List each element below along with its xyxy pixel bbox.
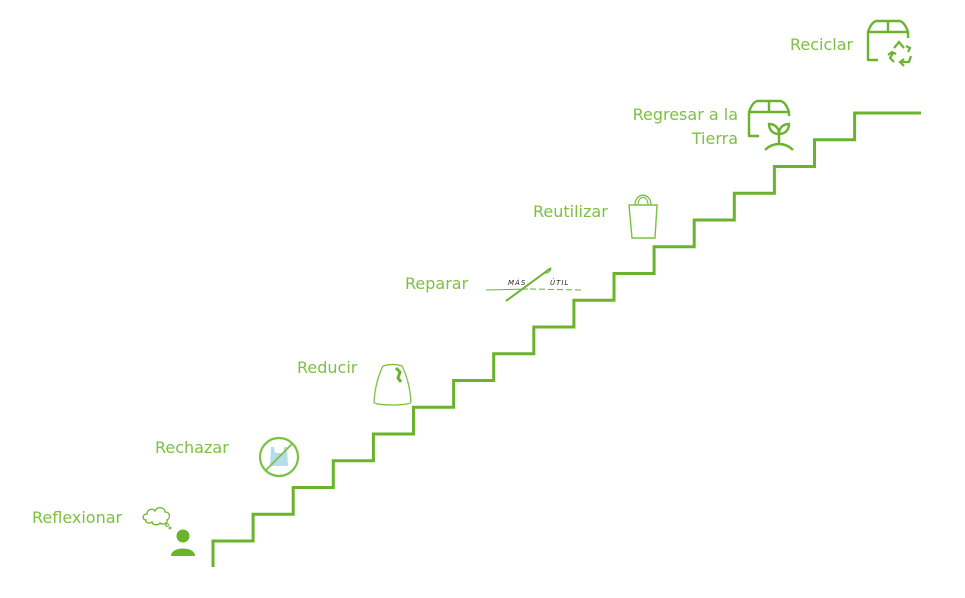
no-plastic-bag-icon [258,436,300,478]
staircase-line [211,111,921,567]
icon-text-util: ÚTIL [550,278,569,287]
step-label-reducir: Reducir [297,358,358,377]
step-label-reciclar: Reciclar [790,35,854,54]
step-label-regresar-line2: Tierra [691,129,738,148]
icon-text-mas: MÁS [508,278,526,287]
tote-bag-icon [628,194,658,239]
box-recycle-icon [866,19,913,67]
step-label-regresar-line1: Regresar a la [632,105,738,124]
drawstring-bag-icon [373,363,412,406]
step-label-reparar: Reparar [405,274,469,293]
needle-thread-icon: MÁS ÚTIL [486,267,583,302]
step-label-regresar: Regresar a la Tierra [622,103,738,151]
step-label-reutilizar: Reutilizar [533,202,608,221]
step-label-rechazar: Rechazar [155,438,229,457]
box-sprout-icon [747,99,794,151]
thinking-person-icon [142,507,195,556]
step-label-reflexionar: Reflexionar [32,508,123,527]
